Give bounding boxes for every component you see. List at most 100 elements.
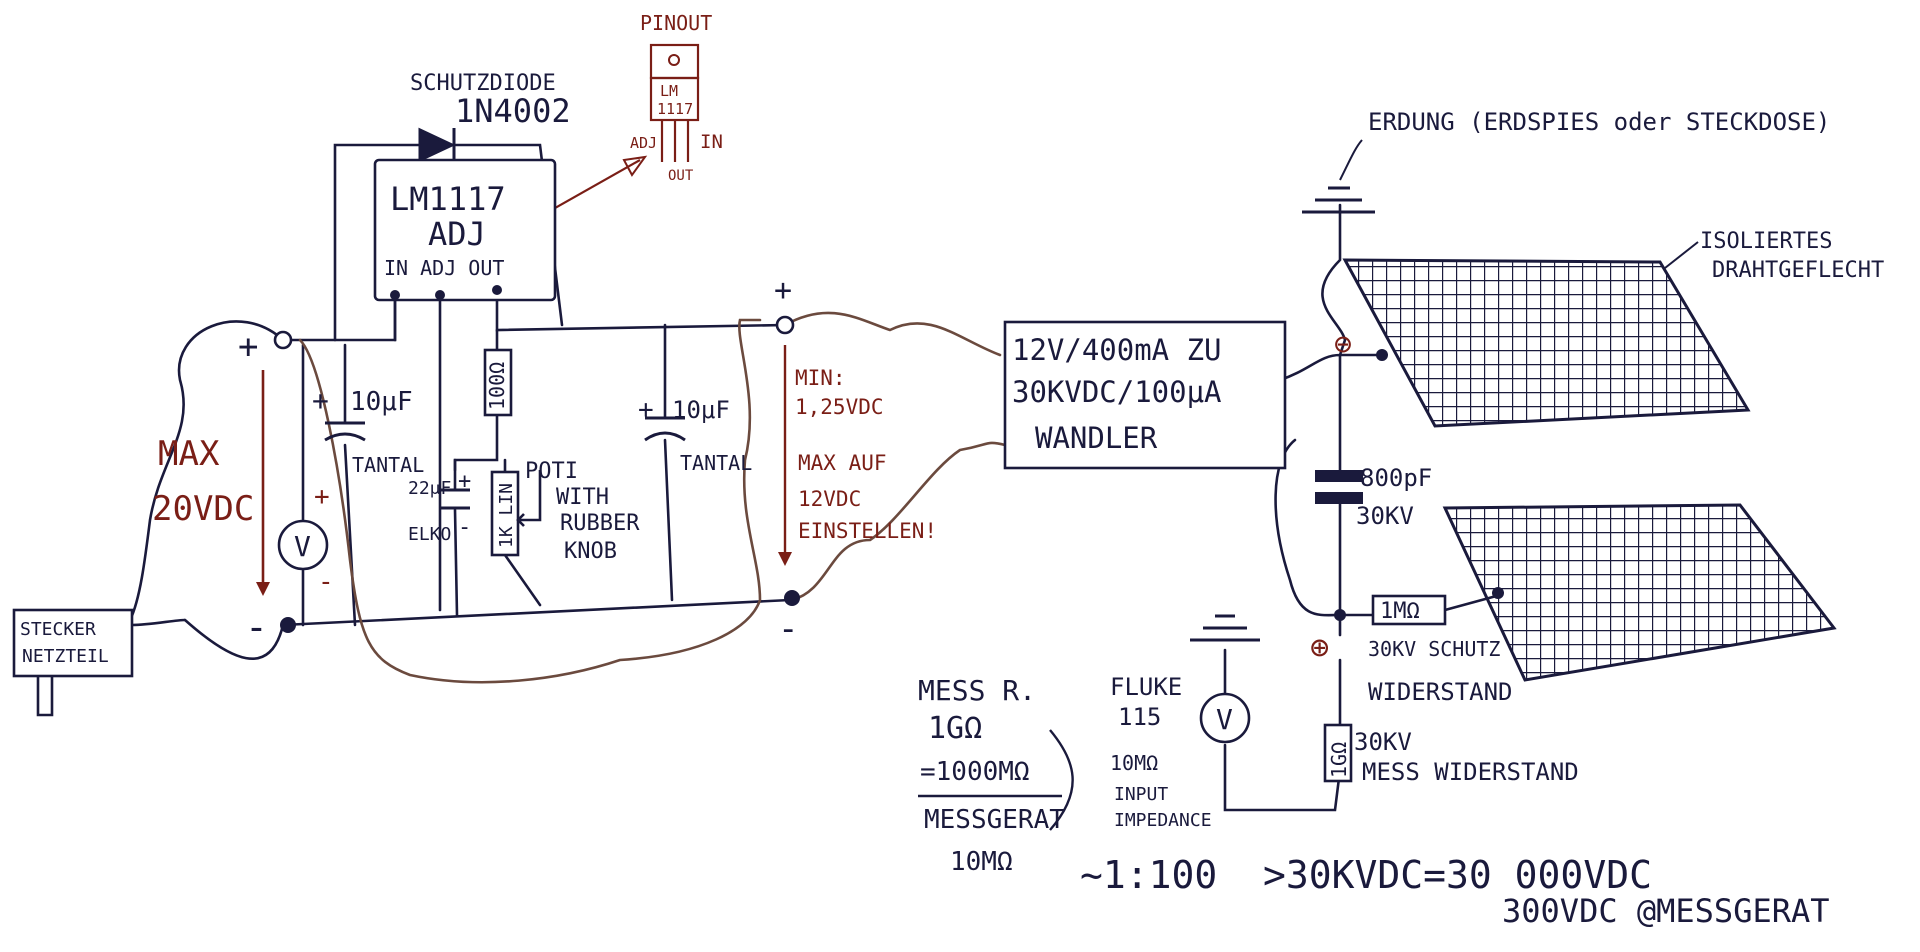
regulator-pin-out xyxy=(492,285,502,295)
cap2-type: TANTAL xyxy=(680,451,752,475)
mess-note-1: MESS R. xyxy=(918,674,1036,707)
input-plus-terminal xyxy=(273,330,293,350)
input-arrowhead xyxy=(256,582,270,596)
cap1-value: 10μF xyxy=(350,387,413,417)
circuit-wires xyxy=(128,143,1502,812)
hv-cap-value: 800pF xyxy=(1360,464,1432,492)
poti-value: 1K LIN xyxy=(496,483,517,548)
polarity-minus: ⊖ xyxy=(1334,327,1352,362)
converter-line3: WANDLER xyxy=(1035,421,1158,455)
poti-label-4: KNOB xyxy=(564,539,617,564)
boundary-outline xyxy=(298,318,762,684)
mesh-top xyxy=(1342,258,1751,428)
plug-line1: STECKER xyxy=(20,619,96,640)
elko-type: ELKO xyxy=(408,524,451,545)
pinout-arrowhead xyxy=(622,155,648,177)
cap1-symbol xyxy=(324,421,366,442)
output-arrowhead xyxy=(778,552,792,566)
mesh-bottom xyxy=(1442,503,1837,682)
fluke-label-5: IMPEDANCE xyxy=(1114,810,1212,831)
fluke-label-3: 10MΩ xyxy=(1110,751,1158,775)
mesh-leader xyxy=(1664,241,1699,269)
max-line2: 20VDC xyxy=(152,489,254,529)
output-max-2: 12VDC xyxy=(798,487,861,511)
pinout-body-text2: 1117 xyxy=(657,100,693,118)
poti-label-2: WITH xyxy=(556,485,609,510)
plug-cable xyxy=(131,618,186,627)
voltmeter-plus: + xyxy=(314,482,330,512)
input-plus: + xyxy=(238,327,258,367)
regulator-pin-adj xyxy=(435,290,445,300)
output-plus: + xyxy=(774,273,792,308)
resistor-value: 100Ω xyxy=(485,362,509,410)
fluke-voltmeter-symbol xyxy=(1199,692,1251,744)
plug-body xyxy=(12,608,134,678)
ground-leader xyxy=(1339,139,1363,181)
pinout-drawing: PINOUT LM 1117 ADJ IN OUT xyxy=(501,11,723,239)
mesh-label-2: DRAHTGEFLECHT xyxy=(1712,258,1884,283)
cap2-symbol xyxy=(644,416,686,442)
output-minus-terminal xyxy=(784,590,800,606)
voltmeter-minus: - xyxy=(318,567,334,597)
output-max-3: EINSTELLEN! xyxy=(798,519,937,543)
cap2-value: 10μF xyxy=(672,396,730,424)
output-plus-terminal xyxy=(775,315,795,335)
hv-cap-voltage: 30KV xyxy=(1356,502,1414,530)
ground-symbol xyxy=(1302,186,1375,214)
hv-node xyxy=(1334,609,1346,621)
elko-value: 22μF xyxy=(408,478,451,499)
output-min-1: MIN: xyxy=(795,366,846,390)
regulator-pin-in xyxy=(390,290,400,300)
input-minus-terminal xyxy=(280,617,296,633)
meas-resistor-label-1: 30KV xyxy=(1354,728,1412,756)
poti-label-1: POTI xyxy=(525,459,578,484)
input-voltmeter-symbol xyxy=(277,519,329,571)
regulator-box xyxy=(373,158,557,302)
pinout-hole xyxy=(668,54,680,66)
input-voltmeter-label: V xyxy=(294,530,311,563)
pinout-title: PINOUT xyxy=(640,11,712,35)
elko-minus: - xyxy=(458,515,471,540)
converter-line2: 30KVDC/100μA xyxy=(1012,375,1222,409)
cap1-plus: + xyxy=(312,384,329,417)
prot-resistor-label-2: WIDERSTAND xyxy=(1368,678,1513,706)
max-line1: MAX xyxy=(158,434,220,474)
output-minus: - xyxy=(778,609,798,649)
pinout-body-text: LM xyxy=(660,82,678,100)
fluke-label-1: FLUKE xyxy=(1110,673,1182,701)
mess-note-2: 1GΩ xyxy=(928,711,982,746)
pinout-adj: ADJ xyxy=(630,134,657,152)
mess-note-5: 10MΩ xyxy=(950,847,1013,877)
mess-note-4: MESSGERAT xyxy=(924,805,1065,835)
hv-cap-symbol-top xyxy=(1315,470,1363,482)
meas-resistor-symbol xyxy=(1323,723,1353,783)
diode-part: 1N4002 xyxy=(455,92,571,130)
poti-wiper xyxy=(516,470,542,527)
regulator-line1: LM1117 xyxy=(390,180,506,218)
elko-symbol xyxy=(440,488,470,510)
pinout-in: IN xyxy=(700,131,723,153)
mesh-top-node xyxy=(1376,349,1388,361)
diode-symbol xyxy=(418,127,456,163)
output-max-1: MAX AUF xyxy=(798,451,887,475)
prot-resistor-symbol xyxy=(1371,594,1447,626)
elko-plus: + xyxy=(458,469,471,494)
cap1-type: TANTAL xyxy=(352,453,424,477)
pinout-tab xyxy=(649,43,700,80)
poti-label-3: RUBBER xyxy=(560,511,640,536)
meas-resistor-label-2: MESS WIDERSTAND xyxy=(1362,758,1579,786)
polarity-plus: ⊕ xyxy=(1310,628,1329,666)
fluke-ground-symbol xyxy=(1190,614,1260,642)
plug-pin xyxy=(36,676,54,717)
ground-label: ERDUNG (ERDSPIES oder STECKDOSE) xyxy=(1368,108,1830,136)
output-cables xyxy=(298,311,1007,684)
plug-line2: NETZTEIL xyxy=(22,646,109,667)
formula-line2: 300VDC @MESSGERAT xyxy=(1502,892,1830,930)
converter-line1: 12V/400mA ZU xyxy=(1012,333,1222,367)
fluke-voltmeter-label: V xyxy=(1216,703,1233,736)
mess-note-brace xyxy=(1049,729,1074,831)
resistor-symbol xyxy=(483,348,513,417)
hv-cap-symbol-bottom xyxy=(1315,492,1363,504)
meas-resistor-value: 1GΩ xyxy=(1327,742,1351,778)
